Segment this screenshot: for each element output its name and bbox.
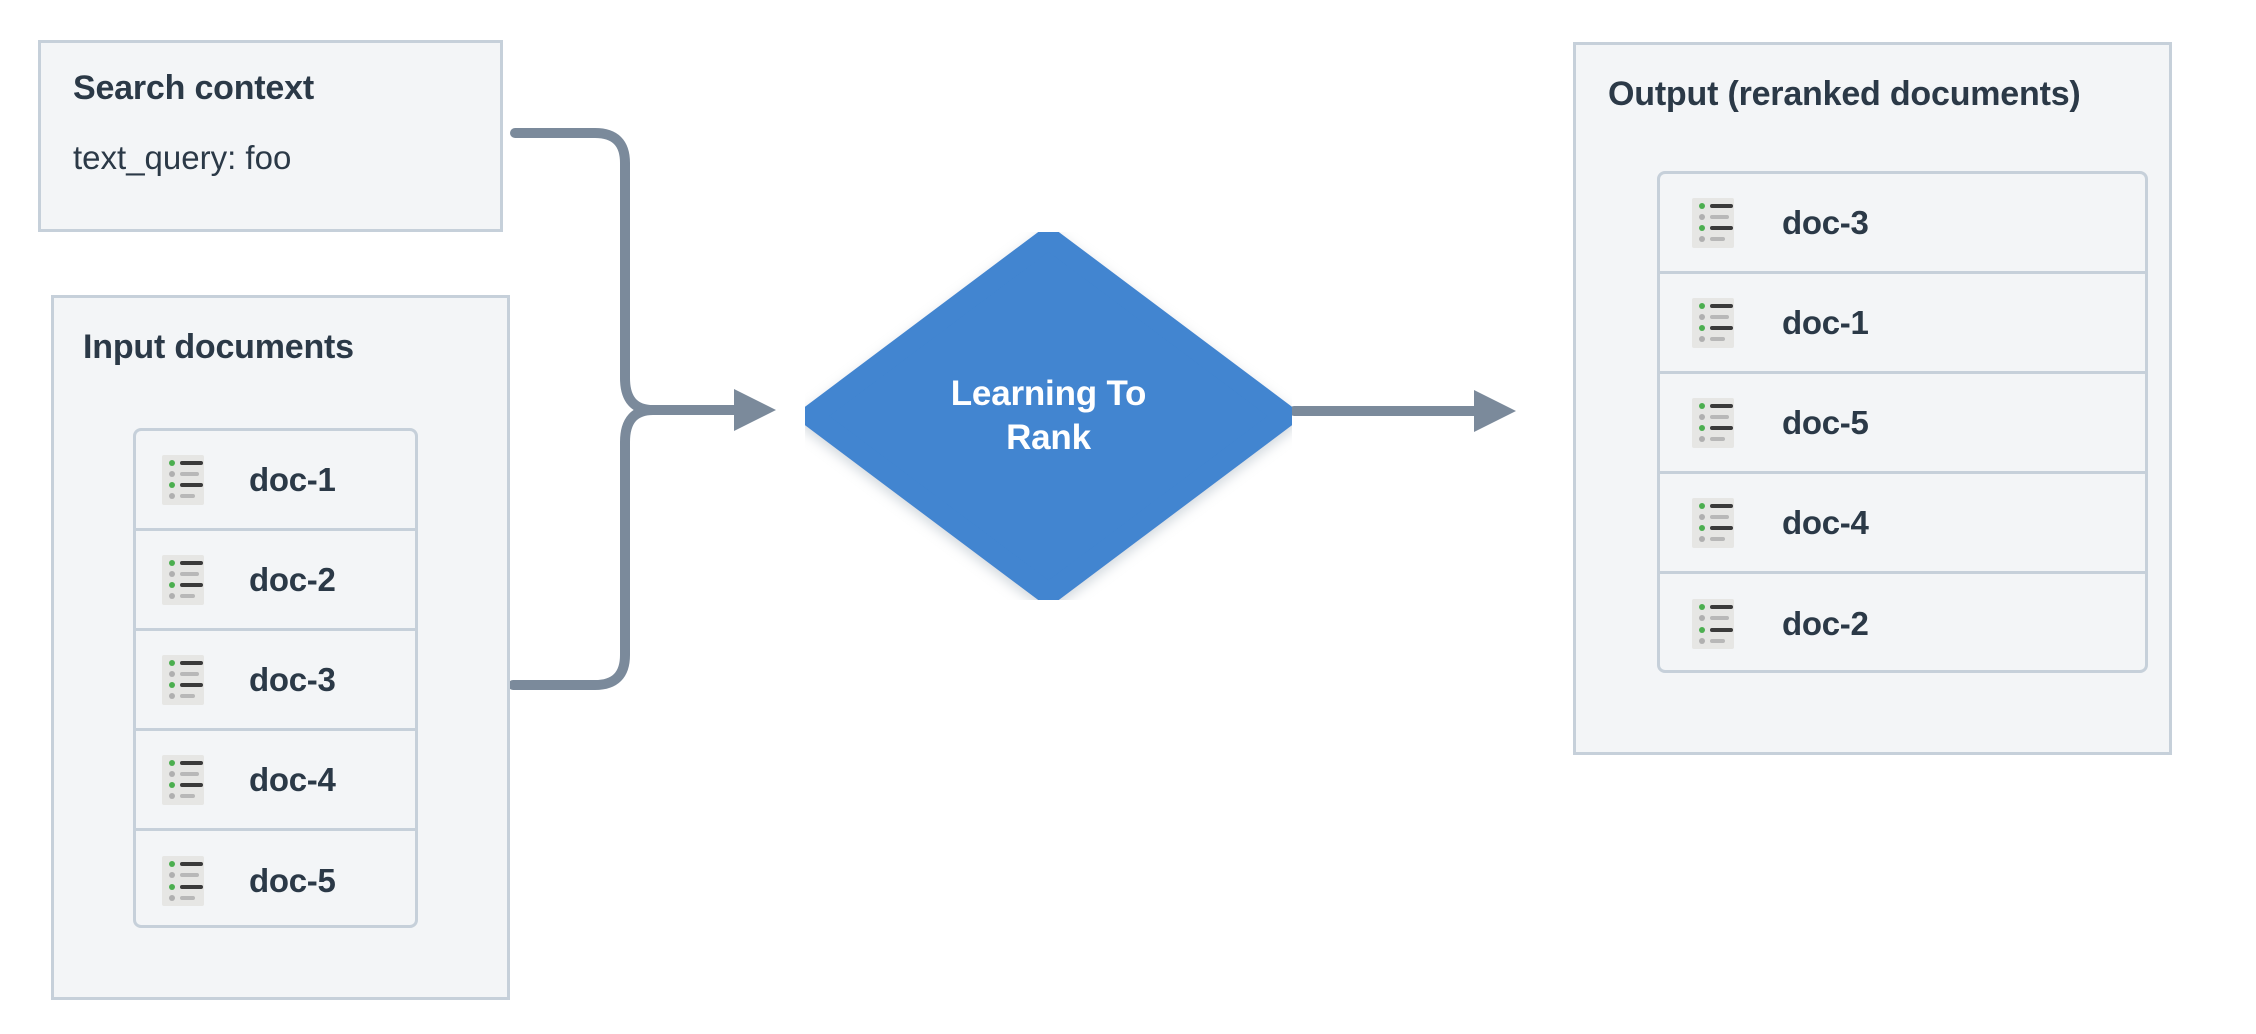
- list-item-label: doc-1: [249, 460, 336, 498]
- input-documents-title: Input documents: [83, 328, 354, 366]
- list-item[interactable]: doc-1: [136, 431, 415, 531]
- list-item-label: doc-2: [1782, 605, 1869, 642]
- list-item-label: doc-5: [249, 862, 336, 899]
- list-item-label: doc-3: [1782, 203, 1869, 241]
- search-context-query-text: text_query: foo: [73, 139, 292, 176]
- list-item[interactable]: doc-3: [136, 631, 415, 731]
- list-item[interactable]: doc-2: [1660, 574, 2145, 670]
- list-item-label: doc-5: [1782, 403, 1869, 441]
- document-list-icon: [1692, 297, 1734, 348]
- list-item-label: doc-2: [249, 560, 336, 598]
- list-item-label: doc-4: [1782, 503, 1869, 541]
- connector-input-documents-to-ltr: [508, 405, 658, 690]
- document-list-icon: [1692, 599, 1734, 649]
- output-documents-list: doc-3 doc-1 doc-5: [1657, 171, 2148, 673]
- document-list-icon: [162, 856, 204, 906]
- document-list-icon: [1692, 497, 1734, 548]
- output-panel: Output (reranked documents) doc-3: [1573, 42, 2172, 755]
- document-list-icon: [1692, 397, 1734, 448]
- list-item[interactable]: doc-4: [1660, 474, 2145, 574]
- list-item[interactable]: doc-5: [136, 831, 415, 925]
- document-list-icon: [162, 454, 204, 505]
- document-list-icon: [162, 554, 204, 605]
- input-documents-panel: Input documents doc-1 doc-2: [51, 295, 510, 1000]
- input-documents-list: doc-1 doc-2 doc-3: [133, 428, 418, 928]
- list-item-label: doc-1: [1782, 303, 1869, 341]
- search-context-panel: Search context text_query: foo: [38, 40, 503, 232]
- document-list-icon: [162, 754, 204, 805]
- output-title: Output (reranked documents): [1608, 75, 2081, 113]
- list-item-label: doc-4: [249, 760, 336, 798]
- list-item-label: doc-3: [249, 660, 336, 698]
- list-item[interactable]: doc-2: [136, 531, 415, 631]
- connector-search-context-to-ltr: [510, 128, 658, 415]
- learning-to-rank-node[interactable]: [805, 232, 1292, 600]
- search-context-title: Search context: [73, 69, 314, 107]
- list-item[interactable]: doc-3: [1660, 174, 2145, 274]
- list-item[interactable]: doc-5: [1660, 374, 2145, 474]
- document-list-icon: [162, 654, 204, 705]
- document-list-icon: [1692, 197, 1734, 248]
- list-item[interactable]: doc-1: [1660, 274, 2145, 374]
- list-item[interactable]: doc-4: [136, 731, 415, 831]
